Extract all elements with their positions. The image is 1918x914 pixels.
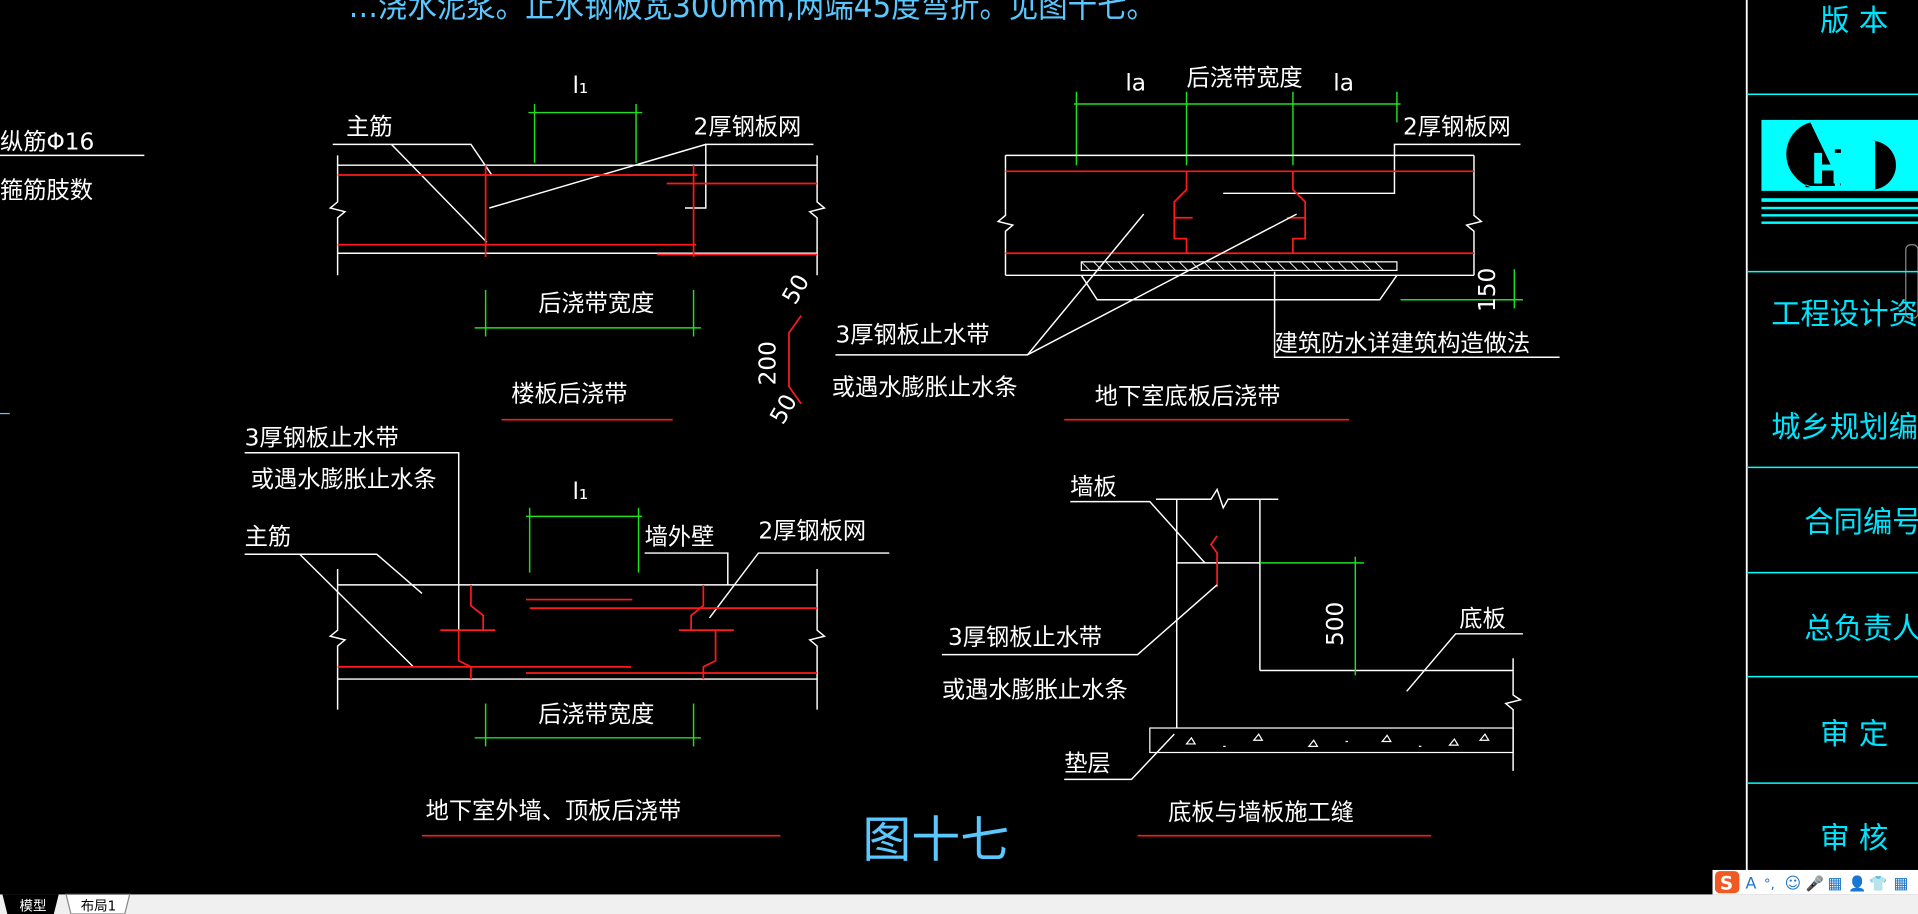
label-mesh: 2厚钢板网	[758, 517, 866, 544]
label-outer-wall: 墙外壁	[645, 523, 715, 550]
logo-text: HN	[1810, 145, 1880, 194]
drawing-slab-wall-joint: 墙板 500 底板 3厚钢板止水带 或遇水膨胀止水条 垫层 底板与墙板施工缝	[942, 473, 1523, 837]
version-label: 版 本	[1820, 4, 1888, 38]
company-logo: HN	[1761, 119, 1918, 224]
ime-voice-icon[interactable]: 🎤	[1805, 874, 1823, 892]
drawing-basement-floor-post-pour: la 后浇带宽度 la 2厚钢板网 3厚钢板止水带 或遇水膨胀止水条 建筑防水详…	[832, 65, 1560, 421]
dim-l1: l₁	[572, 478, 588, 505]
drawing-title: 地下室外墙、顶板后浇带	[426, 798, 682, 825]
tab-model-label[interactable]: 模型	[20, 898, 47, 914]
ime-skin-icon[interactable]: 👕	[1869, 875, 1887, 892]
drawing-title: 楼板后浇带	[511, 380, 627, 407]
label-waterproofing: 建筑防水详建筑构造做法	[1275, 330, 1531, 357]
dim-width: 后浇带宽度	[1187, 65, 1303, 92]
label-swelling-strip: 或遇水膨胀止水条	[942, 676, 1128, 703]
dim-l1: l₁	[572, 72, 588, 99]
title-block: 版 本 HN 工程设计资质证书:建 城乡规划编制资质证- 合同编号 总负责人 审…	[1745, 0, 1918, 895]
left-label-rebar: 纵筋Φ16	[0, 128, 94, 155]
ime-logo-icon[interactable]: S	[1720, 874, 1733, 895]
label-mesh: 2厚钢板网	[1403, 114, 1511, 141]
scroll-indicator[interactable]	[1905, 244, 1918, 319]
top-note: …浇水泥浆。止水钢板宽300mm,两端45度弯折。见图十七。	[349, 0, 1156, 25]
label-mesh: 2厚钢板网	[694, 114, 802, 141]
chief-label: 总负责人	[1804, 612, 1918, 646]
dim-width: 后浇带宽度	[538, 701, 654, 728]
label-swelling-strip: 或遇水膨胀止水条	[832, 374, 1018, 401]
drawing-title: 地下室底板后浇带	[1095, 383, 1281, 410]
label-wall: 墙板	[1070, 473, 1116, 500]
label-slab: 底板	[1459, 605, 1505, 632]
left-label-stirrup: 箍筋肢数	[0, 177, 93, 204]
dim-150: 150	[1474, 268, 1501, 312]
drawing-slab-post-pour: 主筋 2厚钢板网 l₁ 后浇带宽度 楼板后浇带	[328, 72, 827, 421]
drawing-basement-wall-post-pour: 3厚钢板止水带 或遇水膨胀止水条 主筋 l₁ 墙外壁 2厚钢板网 后浇带宽度 地…	[245, 424, 890, 837]
label-main-bar: 主筋	[346, 114, 392, 141]
label-main-bar: 主筋	[245, 523, 291, 550]
ime-toolbox-icon[interactable]: ▦	[1894, 873, 1909, 892]
label-waterstop: 3厚钢板止水带	[245, 424, 399, 451]
drawing-title: 底板与墙板施工缝	[1168, 799, 1354, 826]
approve-label: 审 定	[1820, 717, 1888, 751]
ime-emoji-icon[interactable]: ☺	[1785, 873, 1802, 892]
ime-toolbar[interactable]: S A °, ☺ 🎤 ▦ 👤 👕 ▦	[1712, 869, 1918, 895]
dim-500: 500	[1322, 602, 1349, 646]
ime-punct-icon[interactable]: °,	[1764, 877, 1775, 892]
dim-la: la	[1125, 70, 1146, 97]
cert-design: 工程设计资质证书:建	[1771, 297, 1918, 331]
tab-layout1-label[interactable]: 布局1	[81, 898, 116, 914]
ime-user-icon[interactable]: 👤	[1848, 874, 1866, 892]
detail-dim: 200	[755, 341, 782, 385]
label-cushion: 垫层	[1064, 750, 1110, 777]
label-swelling-strip: 或遇水膨胀止水条	[251, 466, 437, 493]
cert-planning: 城乡规划编制资质证-	[1771, 410, 1918, 444]
label-waterstop: 3厚钢板止水带	[948, 624, 1102, 651]
layout-tab-bar: 模型 布局1	[0, 893, 1918, 914]
tab-model[interactable]	[2, 894, 59, 914]
dim-la: la	[1333, 70, 1354, 97]
dim-width: 后浇带宽度	[538, 290, 654, 317]
figure-label: 图十七	[862, 811, 1009, 868]
ime-lang-icon[interactable]: A	[1746, 873, 1757, 892]
review-label: 审 核	[1820, 821, 1888, 855]
ime-keyboard-icon[interactable]: ▦	[1827, 873, 1842, 892]
label-waterstop: 3厚钢板止水带	[835, 322, 989, 349]
contract-number-label: 合同编号	[1804, 505, 1918, 539]
